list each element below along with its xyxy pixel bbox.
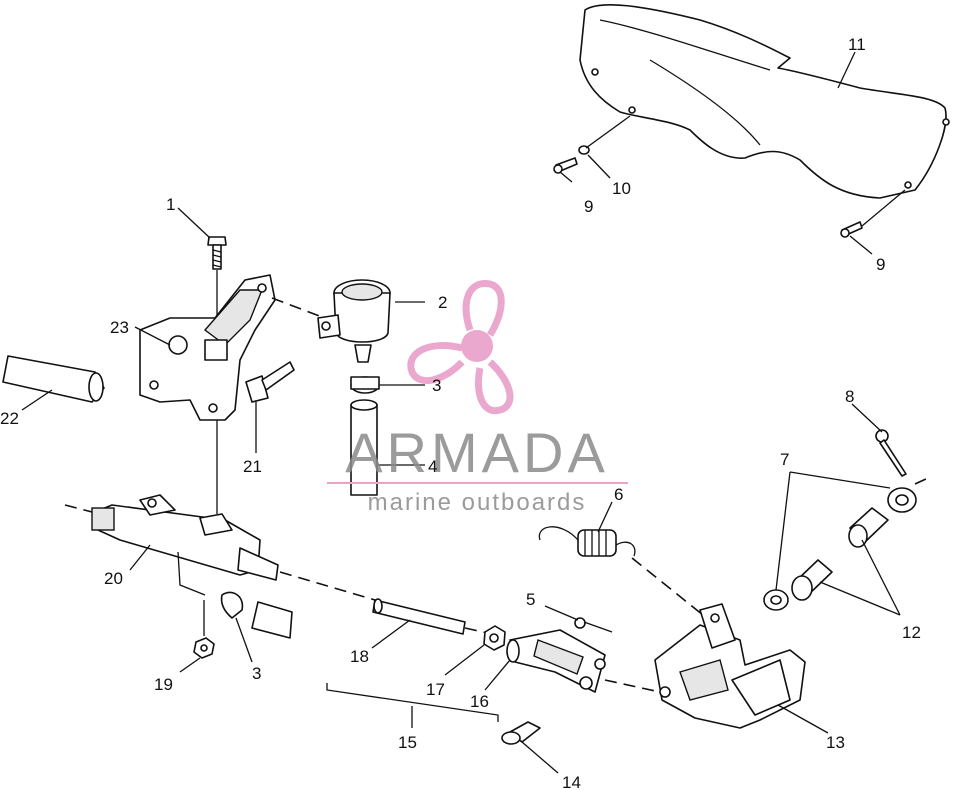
part-14-clevis-pin (501, 721, 541, 745)
callout-3-upper: 3 (432, 376, 441, 395)
part-7-washer-right (887, 487, 917, 513)
part-9-screw-upper (553, 157, 578, 174)
hose-segment (251, 601, 293, 639)
part-22-grip-sleeve (2, 355, 105, 403)
callout-18: 18 (350, 647, 369, 666)
part-13-brake-pedal (654, 603, 806, 729)
callout-8: 8 (845, 387, 854, 406)
callout-17: 17 (426, 680, 445, 699)
leader-lines (21, 51, 901, 774)
propeller-blade-right (474, 359, 514, 415)
callout-1: 1 (166, 195, 175, 214)
part-21-bolt (245, 361, 295, 403)
callout-10: 10 (612, 179, 631, 198)
callout-7: 7 (780, 450, 789, 469)
callout-5: 5 (526, 590, 535, 609)
part-3-hose-clamp-upper (350, 376, 380, 394)
part-20-master-cylinder (91, 494, 279, 596)
watermark-tagline: marine outboards (368, 489, 587, 516)
callout-13: 13 (826, 733, 845, 752)
callout-23: 23 (110, 318, 129, 337)
callout-19: 19 (154, 675, 173, 694)
part-17-jam-nut (483, 625, 506, 651)
armada-logo-icon (407, 280, 514, 415)
part-12-bushing-left (791, 559, 833, 601)
part-2-fluid-reservoir (317, 279, 391, 363)
part-18-push-rod (372, 598, 466, 635)
callout-11: 11 (848, 35, 866, 54)
callout-21: 21 (243, 457, 262, 476)
callout-16: 16 (470, 692, 489, 711)
part-7-washer-left (763, 589, 789, 611)
callout-6: 6 (614, 485, 623, 504)
part-9-screw-lower (840, 221, 863, 238)
callout-12: 12 (902, 623, 921, 642)
callout-3-lower: 3 (252, 664, 261, 683)
part-6-return-spring (538, 526, 636, 557)
callout-2: 2 (438, 293, 447, 312)
part-19-nut (193, 637, 215, 659)
part-12-bushing-right (848, 507, 889, 548)
part-4-hose (350, 399, 378, 496)
callout-22: 22 (0, 409, 19, 428)
part-3-hose-clamp-lower (220, 591, 244, 619)
part-1-bolt (207, 236, 227, 270)
part-11-seat-cover (579, 4, 950, 199)
watermark-brand: ARMADA (345, 421, 609, 484)
callout-labels: 1 2 3 3 4 5 6 7 8 9 9 10 11 12 13 14 15 … (0, 35, 921, 790)
callout-9-lower: 9 (876, 255, 885, 274)
part-5-cotter-pin (574, 617, 613, 633)
part-16-clevis (506, 629, 606, 693)
callout-20: 20 (104, 569, 123, 588)
part-8-cotter-pin (875, 429, 907, 477)
callout-15: 15 (398, 733, 417, 752)
callout-14: 14 (562, 773, 581, 790)
propeller-blade-top (462, 280, 505, 337)
propeller-blade-left (407, 342, 465, 385)
callout-9-upper: 9 (584, 197, 593, 216)
callout-4: 4 (428, 457, 437, 476)
